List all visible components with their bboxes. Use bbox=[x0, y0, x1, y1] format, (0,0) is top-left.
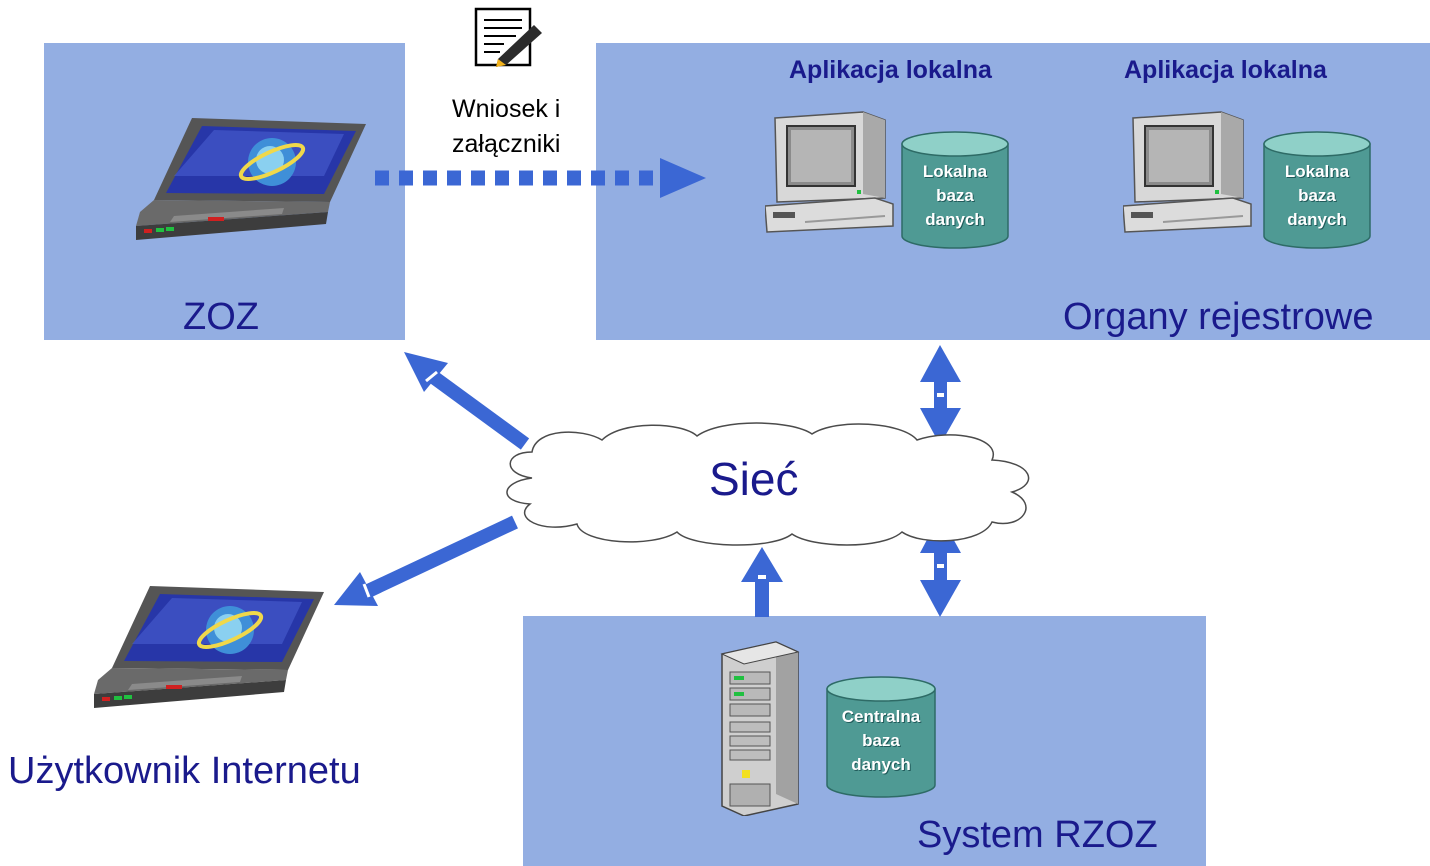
submission-label: Wniosek i załączniki bbox=[452, 92, 560, 162]
db-line: Lokalna bbox=[1284, 162, 1350, 181]
submission-label-line-2: załączniki bbox=[452, 130, 561, 158]
local-db-label-1: Lokalna baza danych bbox=[900, 160, 1010, 232]
app-label-2: Aplikacja lokalna bbox=[1124, 56, 1327, 84]
db-line: baza bbox=[862, 731, 900, 750]
rzoz-network-arrow bbox=[920, 515, 961, 617]
cloud-icon bbox=[506, 422, 1030, 546]
db-line: Lokalna bbox=[922, 162, 988, 181]
network-label: Sieć bbox=[709, 453, 799, 505]
network-to-user-arrow bbox=[334, 515, 518, 606]
zoz-label: ZOZ bbox=[183, 296, 259, 338]
desktop-computer-icon bbox=[765, 111, 894, 233]
database-icon: Lokalna baza danych bbox=[900, 130, 1010, 250]
document-pen-icon bbox=[474, 7, 542, 67]
central-db-label: Centralna baza danych bbox=[825, 705, 937, 777]
db-line: Centralna bbox=[841, 707, 921, 726]
db-line: baza bbox=[1298, 186, 1336, 205]
database-icon: Lokalna baza danych bbox=[1262, 130, 1372, 250]
laptop-icon bbox=[94, 586, 324, 708]
app-label-1: Aplikacja lokalna bbox=[789, 56, 992, 84]
submission-label-line-1: Wniosek i bbox=[452, 95, 561, 123]
db-line: danych bbox=[925, 210, 985, 229]
organy-label: Organy rejestrowe bbox=[1063, 296, 1374, 338]
local-db-label-2: Lokalna baza danych bbox=[1262, 160, 1372, 232]
user-label: Użytkownik Internetu bbox=[8, 750, 361, 792]
network-to-zoz-arrow bbox=[404, 352, 530, 450]
db-line: baza bbox=[936, 186, 974, 205]
laptop-icon bbox=[136, 118, 366, 240]
db-line: danych bbox=[1287, 210, 1347, 229]
submission-arrow bbox=[375, 158, 706, 198]
organy-network-arrow bbox=[920, 345, 961, 445]
rzoz-upload-arrow bbox=[741, 547, 783, 617]
desktop-computer-icon bbox=[1123, 111, 1252, 233]
server-tower-icon bbox=[720, 641, 800, 816]
db-line: danych bbox=[851, 755, 911, 774]
rzoz-label: System RZOZ bbox=[917, 814, 1158, 856]
database-icon: Centralna baza danych bbox=[825, 675, 937, 799]
